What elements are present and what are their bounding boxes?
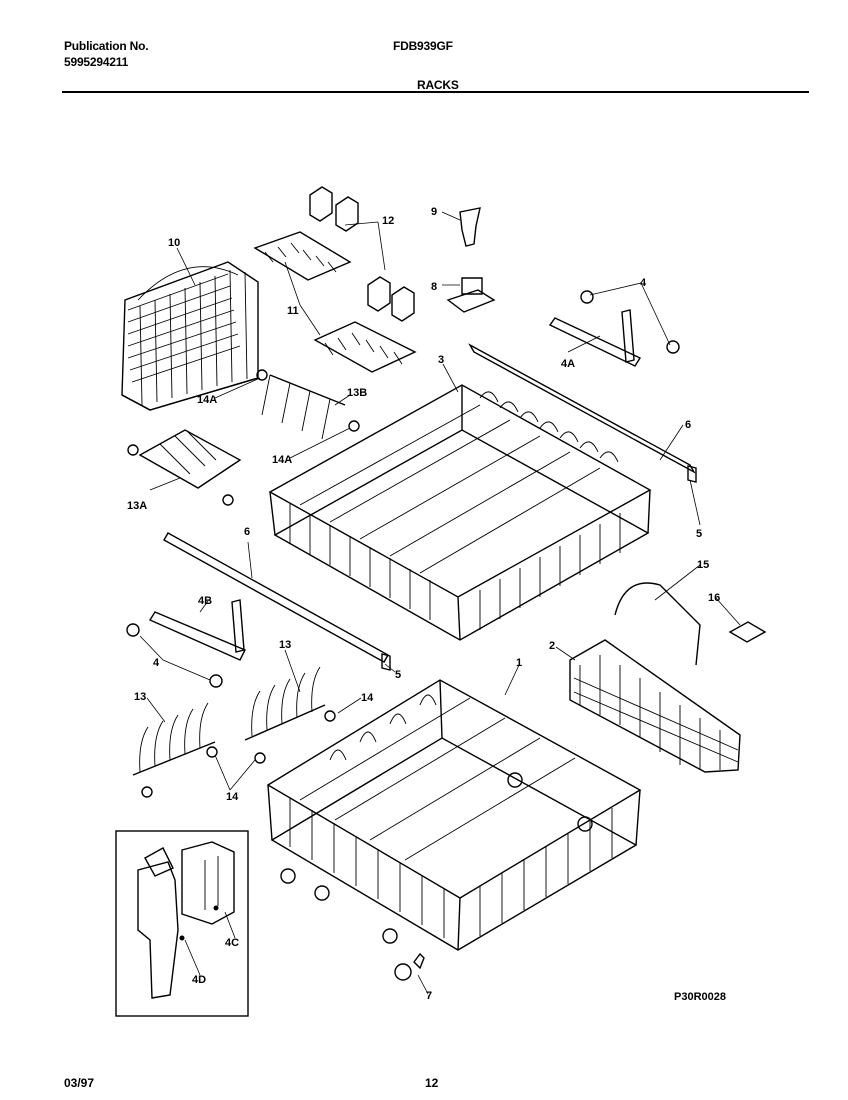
detail-inset-drawing (115, 830, 249, 1017)
callout-4-bottom: 4 (153, 657, 160, 669)
section-title: RACKS (417, 78, 459, 92)
callout-12: 12 (382, 215, 394, 227)
rail-end-stop-left-drawing (381, 653, 391, 671)
callout-15: 15 (697, 559, 709, 571)
callout-2: 2 (549, 640, 555, 652)
figure-code: P30R0028 (674, 991, 726, 1003)
rail-end-stop-right-drawing (687, 465, 697, 483)
fold-down-tines-drawing (132, 666, 336, 798)
cup-shelf-drawing (127, 369, 360, 506)
callout-14-right: 14 (361, 692, 374, 704)
silverware-basket-drawing (121, 261, 259, 411)
spray-arm-parts-drawing (446, 207, 496, 313)
rack-rail-right-drawing (468, 343, 696, 474)
callout-13-mid: 13 (279, 639, 291, 651)
callout-14A-mid: 14A (272, 454, 292, 466)
callout-11: 11 (287, 305, 299, 317)
rack-rail-left-drawing (163, 532, 389, 663)
publication-label: Publication No. (64, 39, 149, 53)
lower-rack-drawing (266, 679, 642, 951)
callout-9: 9 (431, 206, 437, 218)
callout-16: 16 (708, 592, 720, 604)
upper-rack-drawing (268, 384, 652, 641)
publication-number: 5995294211 (64, 55, 129, 69)
model-number: FDB939GF (393, 39, 453, 53)
callout-7: 7 (426, 990, 432, 1002)
callout-13B: 13B (347, 387, 367, 399)
callout-5-left: 5 (395, 669, 401, 681)
callout-10: 10 (168, 237, 180, 249)
callout-5-right: 5 (696, 528, 702, 540)
basket-handle-drawing (569, 582, 767, 773)
page-number: 12 (425, 1076, 439, 1090)
callout-4C: 4C (225, 937, 239, 949)
callout-4B: 4B (198, 595, 212, 607)
callout-3: 3 (438, 354, 444, 366)
callout-4D: 4D (192, 974, 206, 986)
callout-13A: 13A (127, 500, 147, 512)
rack-wheel-drawing (394, 952, 425, 981)
callout-6-right: 6 (685, 419, 691, 431)
callout-1: 1 (516, 657, 522, 669)
callout-14A-top: 14A (197, 394, 217, 406)
callout-4-top: 4 (640, 277, 647, 289)
rack-roller-bracket-drawing (548, 290, 680, 367)
callout-8: 8 (431, 281, 437, 293)
callout-4A: 4A (561, 358, 575, 370)
header-rule (62, 91, 809, 93)
footer-date: 03/97 (64, 1076, 95, 1090)
tine-clip-drawing (253, 186, 417, 373)
callout-13-left: 13 (134, 691, 146, 703)
callout-6-left: 6 (244, 526, 250, 538)
rack-roller-bracket-left-drawing (126, 599, 246, 688)
callout-14-bottom: 14 (226, 791, 239, 803)
leader-lines (139, 211, 741, 995)
